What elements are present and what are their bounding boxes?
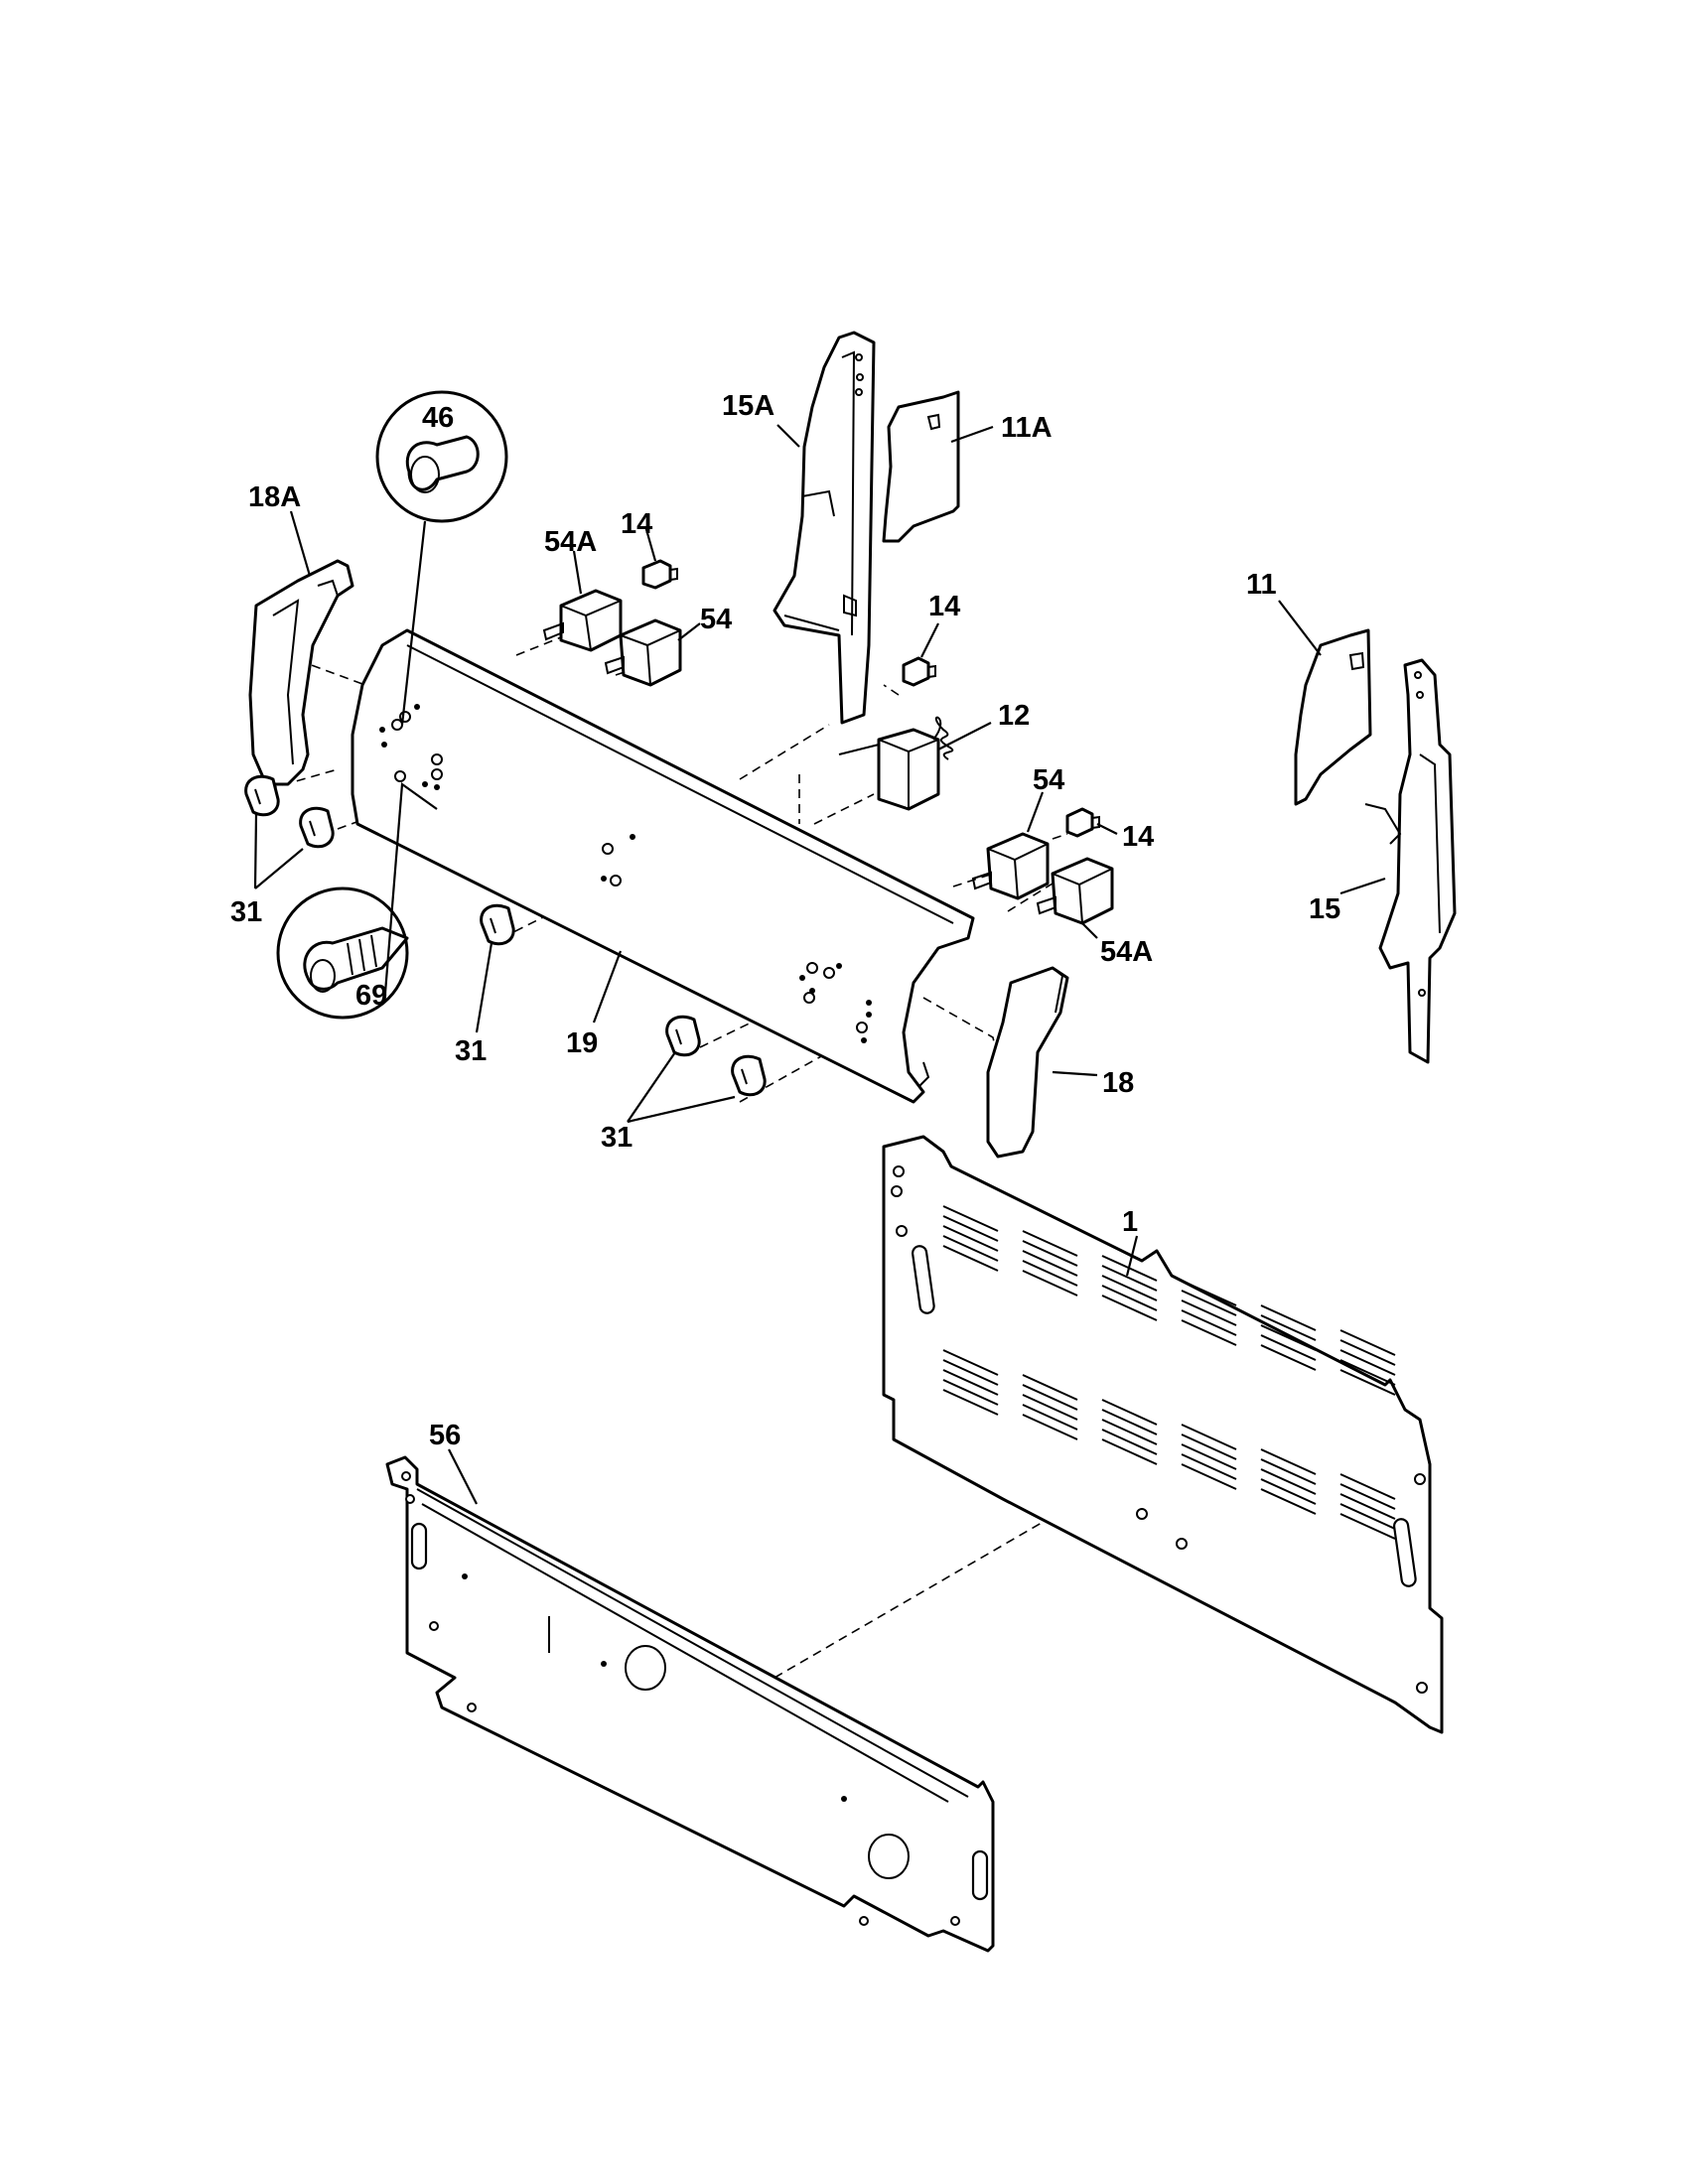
callout-19: 19 xyxy=(566,1027,598,1059)
detail-46-button xyxy=(375,390,508,523)
callout-12: 12 xyxy=(998,700,1030,732)
callout-18: 18 xyxy=(1102,1067,1134,1099)
leader-lines xyxy=(253,424,1386,1505)
knob-left-1 xyxy=(244,774,280,817)
callout-14-right: 14 xyxy=(1122,821,1154,853)
part-12-thermostat xyxy=(838,716,954,811)
part-18-end-cap xyxy=(986,966,1069,1159)
part-14-mid-connector xyxy=(902,656,936,687)
part-15-side-trim xyxy=(1364,658,1457,1064)
part-54-top-switch xyxy=(604,618,682,687)
callout-11A: 11A xyxy=(1001,412,1053,444)
callout-18A: 18A xyxy=(248,481,301,513)
part-56-lower-panel xyxy=(385,1455,995,1953)
part-19-control-panel xyxy=(351,628,975,1104)
callout-54A-low: 54A xyxy=(1100,936,1153,968)
callout-46: 46 xyxy=(422,402,454,434)
knob-bottom-1 xyxy=(665,1015,701,1057)
callout-31-bottom: 31 xyxy=(601,1122,633,1154)
callout-15A: 15A xyxy=(722,390,774,422)
part-31-knobs xyxy=(244,774,767,1097)
callout-69: 69 xyxy=(355,980,387,1012)
part-18A-end-cap xyxy=(248,559,354,786)
callout-54-mid: 54 xyxy=(1033,764,1064,796)
callout-14-mid: 14 xyxy=(928,591,960,622)
part-11A-insulation-panel xyxy=(882,390,960,543)
callout-54-top: 54 xyxy=(700,604,732,635)
callout-1: 1 xyxy=(1122,1206,1138,1238)
part-1-rear-panel xyxy=(882,1135,1444,1734)
part-54A-low-switch xyxy=(1036,857,1114,925)
callout-labels: 46 18A 54A 14 54 15A 11A 14 12 11 54 14 … xyxy=(230,390,1340,1451)
knob-bottom-2 xyxy=(731,1054,767,1097)
callout-14-top: 14 xyxy=(621,508,652,540)
callout-11: 11 xyxy=(1246,569,1277,601)
callout-54A-top: 54A xyxy=(544,526,597,558)
callout-31-left: 31 xyxy=(230,896,262,928)
vent-louvers xyxy=(942,1205,1396,1540)
knob-center xyxy=(480,903,515,946)
part-14-right-connector xyxy=(1065,807,1100,838)
callout-31-center: 31 xyxy=(455,1035,487,1067)
part-11-insulation-panel xyxy=(1294,628,1372,806)
part-54-mid-switch xyxy=(971,832,1050,900)
callout-15: 15 xyxy=(1309,893,1340,925)
detail-69-screw xyxy=(276,887,409,1020)
part-54A-top-switch xyxy=(542,589,623,652)
part-14-top-connector xyxy=(641,559,678,590)
part-15A-side-trim xyxy=(773,331,876,725)
knob-left-2 xyxy=(299,806,335,849)
callout-56: 56 xyxy=(429,1420,461,1451)
